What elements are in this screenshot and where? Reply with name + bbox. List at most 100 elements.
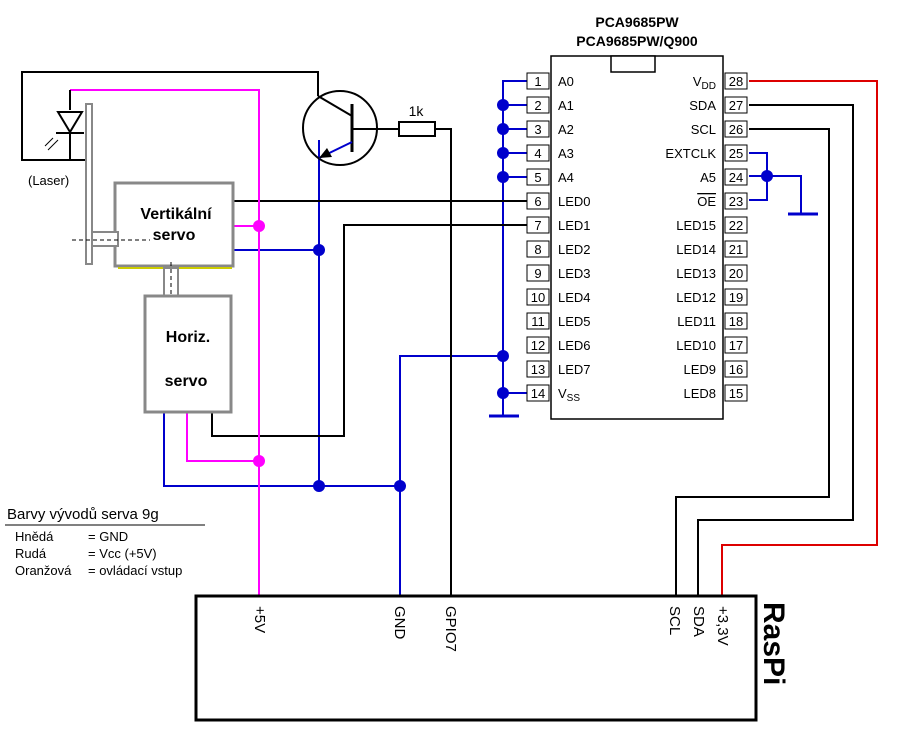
pin-box [724, 192, 748, 210]
pin-number: 25 [729, 146, 743, 161]
legend-row: Oranžová= ovládací vstup [15, 563, 182, 578]
chip-pin-21: 21 LED14 [676, 240, 748, 258]
pin-label-main: V [693, 74, 702, 89]
pin-box [724, 264, 748, 282]
pin-number: 16 [729, 362, 743, 377]
junction-dot [313, 480, 325, 492]
pin-label: LED1 [558, 218, 591, 233]
pin-number: 27 [729, 98, 743, 113]
pin-number: 23 [729, 194, 743, 209]
junction-dot [313, 244, 325, 256]
pin-box [526, 240, 550, 258]
pin-label: LED6 [558, 338, 591, 353]
junction-dot [497, 123, 509, 135]
legend-title: Barvy vývodů serva 9g [7, 506, 159, 523]
chip-notch [610, 55, 656, 73]
junction-dot [497, 387, 509, 399]
chip-pin-3: 3 A2 [526, 120, 574, 138]
junction-dots [253, 99, 773, 492]
chip-pin-10: 10 LED4 [526, 288, 591, 306]
pin-box [526, 96, 550, 114]
pin-number: 10 [531, 290, 545, 305]
junction-dot [497, 350, 509, 362]
pin-box [724, 120, 748, 138]
junction-dot [761, 170, 773, 182]
pin-label: LED9 [683, 362, 716, 377]
pin-number: 13 [531, 362, 545, 377]
pin-box [724, 72, 748, 90]
pin-box [526, 384, 550, 402]
pin-label: LED2 [558, 242, 591, 257]
vertical-servo: Vertikální servo [72, 181, 235, 269]
pin-box [526, 336, 550, 354]
pin-number: 7 [534, 218, 541, 233]
raspi-pin-label: +5V [251, 606, 268, 633]
pin-label: LED5 [558, 314, 591, 329]
pin-label: LED11 [677, 314, 716, 329]
chip-pin-26: 26 SCL [691, 120, 748, 138]
pin-box [724, 96, 748, 114]
pin-box [526, 360, 550, 378]
pin-box [724, 336, 748, 354]
pin-label: A3 [558, 146, 574, 161]
pin-label-sub: SS [567, 393, 581, 404]
junction-dot [497, 99, 509, 111]
junction-dot [497, 171, 509, 183]
pin-label-sub: DD [702, 81, 716, 92]
pin-box [724, 360, 748, 378]
legend-color-name: Rudá [15, 546, 47, 561]
legend-color-name: Hnědá [15, 529, 54, 544]
pin-box [724, 288, 748, 306]
pin-number: 21 [729, 242, 743, 257]
pin-label: LED15 [676, 218, 716, 233]
pin-number: 14 [531, 386, 545, 401]
pin-number: 22 [729, 218, 743, 233]
chip-right-pins: 28VDD27SDA26SCL25EXTCLK24A523OE22LED1521… [665, 72, 748, 402]
pin-number: 17 [729, 338, 743, 353]
pin-box [724, 144, 748, 162]
pin-label: SCL [691, 122, 716, 137]
pin-number: 1 [534, 74, 541, 89]
legend-row: Rudá= Vcc (+5V) [15, 546, 157, 561]
pin-box [724, 216, 748, 234]
raspi-pin-label: GND [391, 606, 408, 640]
pin-label: A5 [700, 170, 716, 185]
wires-black [21, 71, 854, 596]
pin-number: 5 [534, 170, 541, 185]
legend-color-desc: = ovládací vstup [88, 563, 182, 578]
pin-label: LED14 [676, 242, 716, 257]
pin-number: 20 [729, 266, 743, 281]
chip-title-line2: PCA9685PW/Q900 [576, 33, 698, 49]
chip-pin-18: 18 LED11 [677, 312, 748, 330]
pin-label: A2 [558, 122, 574, 137]
pin-box [526, 312, 550, 330]
pin-label: LED4 [558, 290, 591, 305]
transistor-symbol [302, 90, 378, 166]
pin-number: 26 [729, 122, 743, 137]
junction-dot [497, 147, 509, 159]
horizontal-servo: Horiz. servo [143, 262, 233, 414]
pin-number: 2 [534, 98, 541, 113]
pin-number: 18 [729, 314, 743, 329]
pin-number: 4 [534, 146, 541, 161]
pin-number: 3 [534, 122, 541, 137]
horizontal-servo-line2: servo [165, 373, 208, 390]
raspi-pin-label: SDA [690, 606, 707, 637]
pin-box [526, 288, 550, 306]
pin-label: LED12 [676, 290, 716, 305]
pin-box [724, 312, 748, 330]
